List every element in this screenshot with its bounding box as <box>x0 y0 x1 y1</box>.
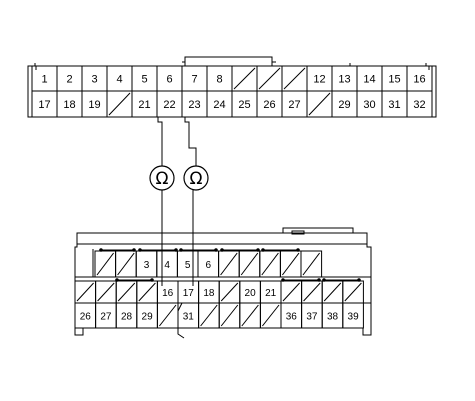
blank-cavity-slash <box>76 282 94 302</box>
pin-number: 32 <box>413 99 425 111</box>
ohm-symbol-2: Ω <box>190 169 203 189</box>
pin-number: 39 <box>348 312 360 323</box>
pin-number: 12 <box>313 74 325 86</box>
blank-cavity-slash <box>282 252 300 276</box>
pin-number: 36 <box>286 312 298 323</box>
pin-number: 37 <box>306 312 318 323</box>
pin-number: 28 <box>121 312 133 323</box>
blank-cavity-slash <box>159 304 177 327</box>
pin-number: 17 <box>38 99 50 111</box>
ohmmeter-2-circle <box>183 165 209 191</box>
blank-cavity-slash <box>117 282 136 302</box>
pin-number: 31 <box>388 99 400 111</box>
pin-number: 21 <box>265 288 277 299</box>
lead-b-upper <box>184 117 197 166</box>
blank-cavity-slash <box>282 282 300 302</box>
blank-cavity-slash <box>220 252 238 276</box>
pin-number: 2 <box>66 74 72 86</box>
pin-number: 16 <box>162 288 174 299</box>
lower-lock-latch <box>282 227 354 233</box>
pin-number: 27 <box>288 99 300 111</box>
blank-cavity-slash <box>97 282 115 302</box>
blank-cavity-slash <box>200 304 218 327</box>
pin-number: 15 <box>388 74 400 86</box>
ohmmeter-1: Ω <box>149 165 175 191</box>
pin-number: 14 <box>363 74 375 86</box>
blank-cavity-slash <box>138 282 156 302</box>
upper-lock-tab <box>184 56 273 67</box>
pin-number: 22 <box>163 99 175 111</box>
blank-cavity-slash <box>117 252 135 276</box>
blank-cavity-slash <box>323 282 342 302</box>
blank-cavity-slash <box>240 252 259 276</box>
pin-number: 1 <box>41 74 47 86</box>
pin-number: 20 <box>245 288 257 299</box>
pin-number: 5 <box>185 260 191 271</box>
lead-a-upper <box>157 117 163 166</box>
pin-number: 13 <box>338 74 350 86</box>
pin-number: 21 <box>138 99 150 111</box>
blank-cavity-slash <box>241 304 259 327</box>
blank-cavity-slash <box>261 252 279 276</box>
blank-cavity-slash <box>303 282 321 302</box>
pin-number: 7 <box>191 74 197 86</box>
pin-number: 26 <box>80 312 92 323</box>
pin-number: 18 <box>63 99 75 111</box>
pin-number: 23 <box>188 99 200 111</box>
pin-number: 29 <box>142 312 154 323</box>
pin-number: 30 <box>363 99 375 111</box>
pin-number: 31 <box>183 312 195 323</box>
blank-cavity-slash <box>258 67 281 90</box>
pin-number: 8 <box>216 74 222 86</box>
ohmmeter-2: Ω <box>183 165 209 191</box>
pin-number: 4 <box>164 260 170 271</box>
blank-cavity-slash <box>96 252 114 276</box>
pin-number: 25 <box>238 99 250 111</box>
ohmmeter-1-circle <box>149 165 175 191</box>
test-leads <box>157 117 197 339</box>
blank-cavity-slash <box>262 304 280 327</box>
pin-number: 3 <box>144 260 150 271</box>
blank-cavity-slash <box>108 92 131 116</box>
pin-number: 4 <box>116 74 122 86</box>
pin-number: 19 <box>88 99 100 111</box>
blank-cavity-slash <box>283 67 306 90</box>
pin-cavity <box>342 302 364 329</box>
pin-cavity <box>406 90 433 118</box>
pin-number: 6 <box>166 74 172 86</box>
pin-number: 17 <box>183 288 195 299</box>
pin-number: 6 <box>206 260 212 271</box>
pin-number: 27 <box>100 312 112 323</box>
blank-cavity-slash <box>302 252 320 276</box>
pin-number: 16 <box>413 74 425 86</box>
pin-number: 29 <box>338 99 350 111</box>
pin-number: 24 <box>213 99 225 111</box>
blank-cavity-slash <box>308 92 331 116</box>
lower-row1-markers <box>101 249 359 281</box>
pin-number: 26 <box>263 99 275 111</box>
blank-cavity-slash <box>233 67 256 90</box>
pin-number: 3 <box>91 74 97 86</box>
blank-cavity-slash <box>220 304 239 327</box>
blank-cavity-slash <box>220 282 239 302</box>
pin-number: 5 <box>141 74 147 86</box>
pin-number: 18 <box>203 288 215 299</box>
ohm-symbol-1: Ω <box>156 169 169 189</box>
lower-connector-cells: 3 4 5 6 16 17 18 20 21 26 27 28 29 31 36 37 38 39 <box>74 250 364 329</box>
pin-number: 38 <box>327 312 339 323</box>
blank-cavity <box>300 250 323 278</box>
blank-cavity-slash <box>344 282 362 302</box>
